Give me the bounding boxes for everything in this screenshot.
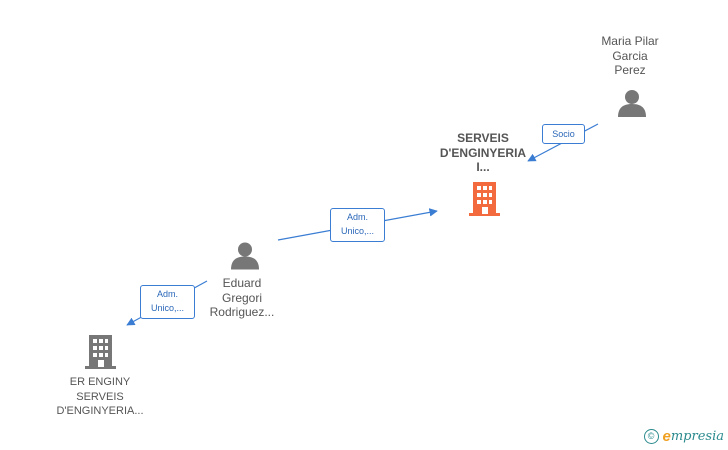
- copyright-icon: ©: [643, 429, 659, 444]
- person-icon[interactable]: [617, 89, 647, 117]
- brand-e: e: [662, 428, 671, 445]
- building-icon[interactable]: [469, 182, 500, 216]
- edge-label-socio: Socio: [542, 124, 585, 144]
- node-label-eduard[interactable]: Eduard Gregori Rodriguez...: [209, 276, 275, 319]
- person-icon[interactable]: [230, 241, 260, 270]
- node-label-maria[interactable]: Maria Pilar Garcia Perez: [601, 34, 659, 77]
- edge-label-adm-unico: Adm. Unico,...: [140, 285, 195, 319]
- building-icon[interactable]: [85, 335, 116, 369]
- node-label-erenginy[interactable]: ER ENGINY SERVEIS D'ENGINYERIA...: [56, 376, 144, 417]
- node-label-serveis[interactable]: SERVEIS D'ENGINYERIA I...: [439, 131, 527, 174]
- brand-name: mpresia: [670, 429, 724, 444]
- edge-label-adm-unico: Adm. Unico,...: [330, 208, 385, 242]
